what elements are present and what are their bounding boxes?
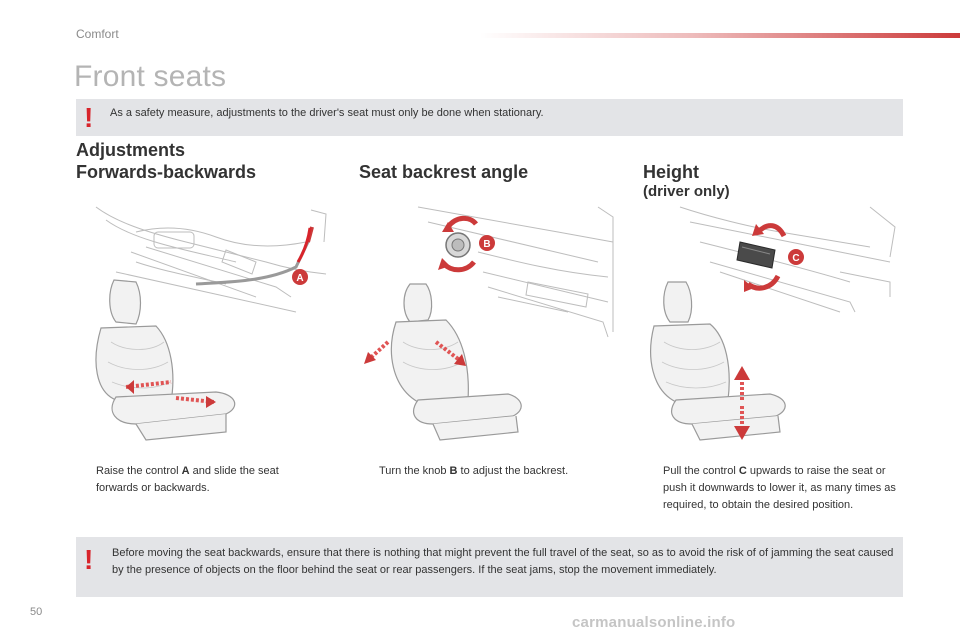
- section-label: Comfort: [76, 27, 119, 41]
- heading-seat-backrest-angle: Seat backrest angle: [359, 162, 529, 182]
- warning-text-top: As a safety measure, adjustments to the …: [110, 107, 544, 119]
- subheading-driver-only: (driver only): [643, 183, 730, 200]
- control-c-badge: [788, 249, 804, 265]
- control-b-letter: B: [483, 239, 490, 250]
- control-c-letter: C: [792, 253, 799, 264]
- control-a-badge: [292, 269, 308, 285]
- control-b-badge: [479, 235, 495, 251]
- watermark: carmanualsonline.info: [572, 614, 736, 631]
- control-letter: C: [738, 465, 747, 477]
- heading-forwards-backwards: Forwards-backwards: [76, 162, 257, 182]
- safety-warning-bottom: ! Before moving the seat backwards, ensu…: [76, 537, 903, 597]
- control-a-letter: A: [296, 273, 303, 284]
- warning-icon: !: [84, 102, 94, 133]
- seat-illustration-height: C: [650, 206, 896, 441]
- safety-warning-top: ! As a safety measure, adjustments to th…: [76, 99, 903, 136]
- page-number: 50: [30, 606, 43, 618]
- seat-illustration-forwards-backwards: A: [95, 206, 327, 441]
- warning-text-bottom: Before moving the seat backwards, ensure…: [112, 547, 894, 576]
- header-accent-bar: [480, 33, 960, 38]
- seat-illustration-backrest-angle: B: [364, 206, 614, 441]
- control-letter: A: [181, 465, 190, 477]
- warning-icon: !: [84, 544, 94, 575]
- heading-height: Height: [643, 162, 699, 182]
- control-letter: B: [449, 465, 458, 477]
- page-title: Front seats: [74, 60, 227, 93]
- section-heading-adjustments: Adjustments: [76, 140, 186, 160]
